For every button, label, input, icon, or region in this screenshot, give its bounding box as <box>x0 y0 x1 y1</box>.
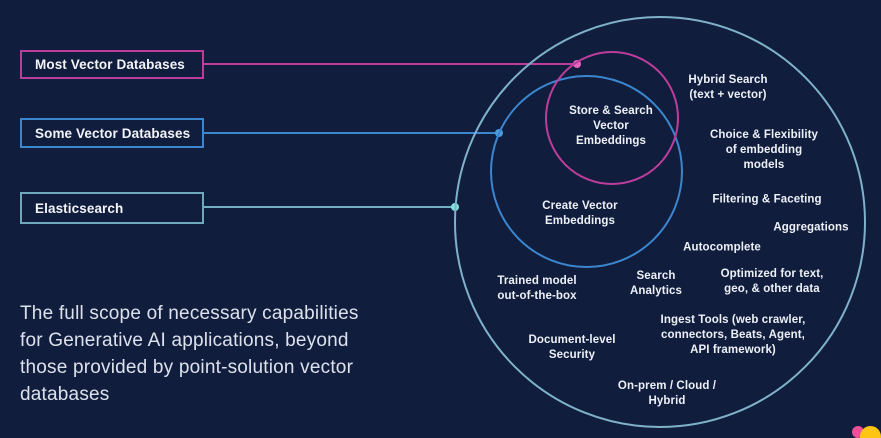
legend-box-most-vector-databases: Most Vector Databases <box>20 50 204 79</box>
elastic-logo <box>848 422 881 438</box>
capability-document-level-security: Document-level Security <box>528 333 616 361</box>
capability-create-vector-embeddings: Create Vector Embeddings <box>542 199 618 227</box>
capability-hybrid-search: Hybrid Search (text + vector) <box>688 73 768 101</box>
connector-line-elasticsearch <box>204 206 455 208</box>
capability-choice-flexibility-embedding-models: Choice & Flexibility of embedding models <box>709 129 819 172</box>
connector-line-most <box>204 63 577 65</box>
capability-filtering-faceting: Filtering & Faceting <box>712 193 822 206</box>
legend-label-elasticsearch: Elasticsearch <box>35 200 124 216</box>
capability-trained-model-out-of-the-box: Trained model out-of-the-box <box>497 274 577 302</box>
legend-label-some-vector-databases: Some Vector Databases <box>35 125 191 141</box>
elasticsearch-circle <box>454 16 866 428</box>
legend-label-most-vector-databases: Most Vector Databases <box>35 57 185 72</box>
legend-box-some-vector-databases: Some Vector Databases <box>20 118 204 148</box>
capability-search-analytics: Search Analytics <box>629 269 683 297</box>
legend-box-elasticsearch: Elasticsearch <box>20 192 204 224</box>
capability-optimized-for-text-geo-other-data: Optimized for text, geo, & other data <box>720 267 824 295</box>
capability-aggregations: Aggregations <box>773 221 849 234</box>
elastic-logo-yellow-blob-icon <box>860 426 881 438</box>
capability-on-prem-cloud-hybrid: On-prem / Cloud / Hybrid <box>617 379 717 407</box>
capability-ingest-tools: Ingest Tools (web crawler, connectors, B… <box>660 314 806 357</box>
capability-store-search-vector-embeddings: Store & Search Vector Embeddings <box>569 105 653 148</box>
most-vector-databases-circle <box>545 51 679 185</box>
capability-autocomplete: Autocomplete <box>683 241 761 254</box>
caption-text: The full scope of necessary capabilities… <box>20 303 359 405</box>
connector-line-some <box>204 132 499 134</box>
